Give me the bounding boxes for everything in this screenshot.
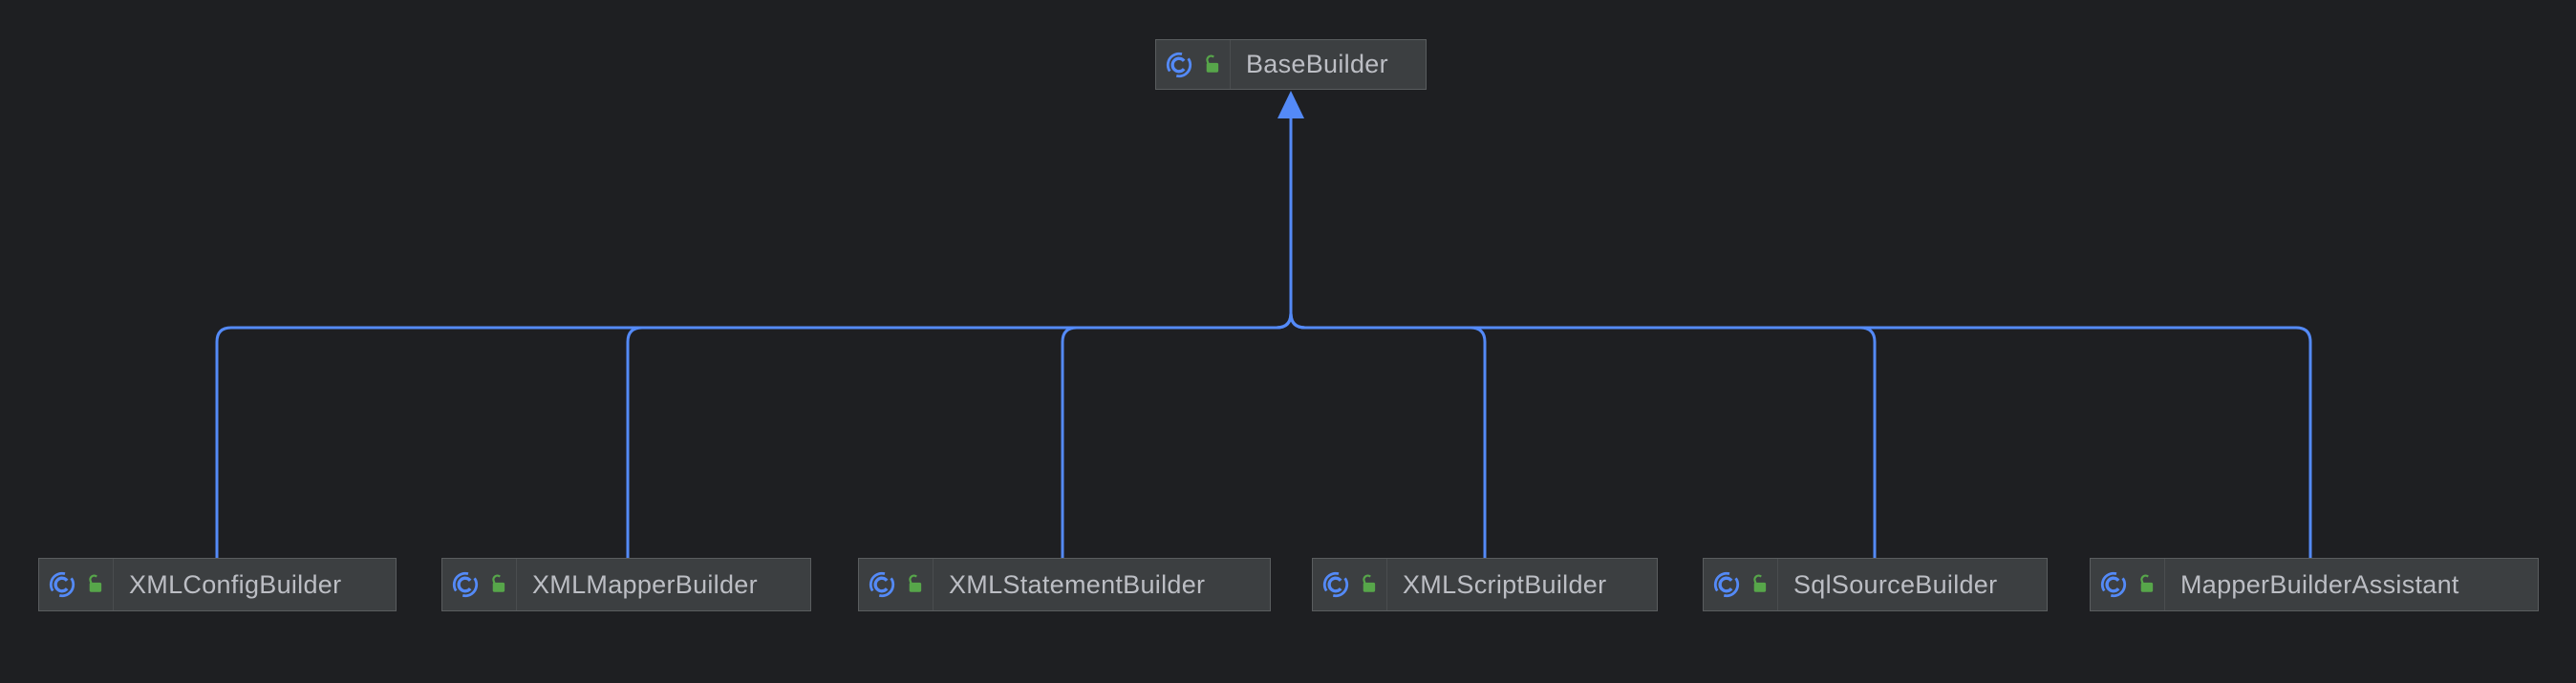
unlocked-icon: [1356, 573, 1379, 596]
node-icon-area: [1313, 559, 1386, 610]
node-icon-area: [1704, 559, 1777, 610]
node-icon-area: [859, 559, 933, 610]
inheritance-edge-xmlstatementbuilder[interactable]: [1061, 117, 1293, 558]
class-name-label: XMLStatementBuilder: [949, 569, 1206, 599]
class-name-label: MapperBuilderAssistant: [2180, 569, 2459, 599]
class-name-label: XMLMapperBuilder: [532, 569, 758, 599]
icon-label-divider: [1230, 40, 1231, 89]
class-node-xmlscriptbuilder[interactable]: XMLScriptBuilder: [1312, 558, 1658, 611]
class-icon: [451, 570, 480, 599]
class-icon: [48, 570, 76, 599]
inheritance-edge-sqlsourcebuilder[interactable]: [1289, 117, 1877, 558]
node-icon-area: [1156, 40, 1230, 89]
node-icon-area: [442, 559, 516, 610]
class-node-mapperbuilderassistant[interactable]: MapperBuilderAssistant: [2090, 558, 2539, 611]
unlocked-icon: [485, 573, 508, 596]
class-icon: [2099, 570, 2128, 599]
class-name-label: BaseBuilder: [1246, 50, 1388, 78]
node-icon-area: [2091, 559, 2164, 610]
icon-label-divider: [113, 559, 114, 610]
inheritance-edge-xmlconfigbuilder[interactable]: [215, 117, 1293, 558]
unlocked-icon: [82, 573, 105, 596]
inheritance-edge-xmlscriptbuilder[interactable]: [1289, 117, 1487, 558]
unlocked-icon: [2134, 573, 2157, 596]
class-icon: [868, 570, 896, 599]
class-name-label: XMLScriptBuilder: [1403, 569, 1607, 599]
class-icon: [1712, 570, 1741, 599]
icon-label-divider: [933, 559, 934, 610]
inheritance-edge-mapperbuilderassistant[interactable]: [1289, 117, 2312, 558]
class-node-sqlsourcebuilder[interactable]: SqlSourceBuilder: [1703, 558, 2048, 611]
inheritance-arrowhead: [1277, 91, 1304, 118]
unlocked-icon: [902, 573, 925, 596]
unlocked-icon: [1747, 573, 1770, 596]
node-icon-area: [39, 559, 113, 610]
class-node-xmlstatementbuilder[interactable]: XMLStatementBuilder: [858, 558, 1271, 611]
class-node-xmlconfigbuilder[interactable]: XMLConfigBuilder: [38, 558, 397, 611]
class-node-xmlmapperbuilder[interactable]: XMLMapperBuilder: [441, 558, 811, 611]
unlocked-icon: [1199, 53, 1222, 76]
class-node-basebuilder[interactable]: BaseBuilder: [1155, 39, 1427, 90]
icon-label-divider: [1386, 559, 1387, 610]
inheritance-edge-xmlmapperbuilder[interactable]: [626, 117, 1293, 558]
class-icon: [1165, 51, 1193, 79]
class-name-label: SqlSourceBuilder: [1793, 569, 1998, 599]
icon-label-divider: [516, 559, 517, 610]
class-icon: [1321, 570, 1350, 599]
icon-label-divider: [2164, 559, 2165, 610]
class-name-label: XMLConfigBuilder: [129, 569, 342, 599]
icon-label-divider: [1777, 559, 1778, 610]
